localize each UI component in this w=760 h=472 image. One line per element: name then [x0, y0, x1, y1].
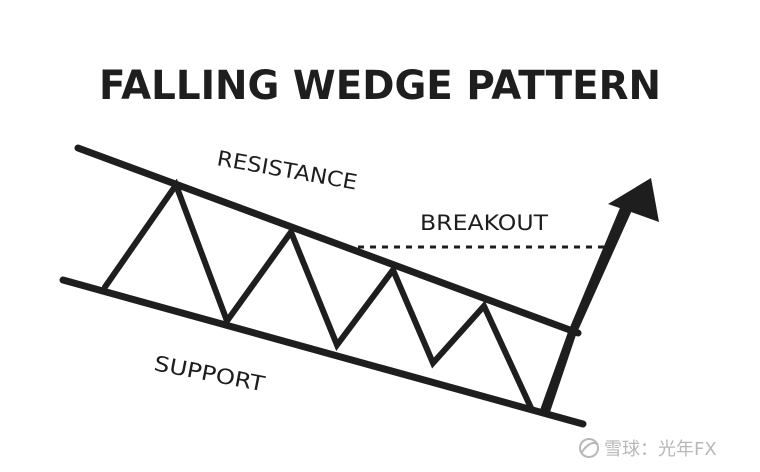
- watermark-text: 雪球：光年FX: [604, 439, 717, 460]
- breakout-label: BREAKOUT: [420, 211, 548, 235]
- breakout-arrow-shaft: [540, 203, 633, 418]
- resistance-line: [74, 144, 582, 337]
- snowball-logo-icon: [579, 438, 599, 458]
- diagram-title: FALLING WEDGE PATTERN: [99, 63, 661, 109]
- support-label: SUPPORT: [152, 351, 267, 396]
- watermark: 雪球：光年FX: [579, 438, 717, 460]
- breakout-arrow-head: [608, 178, 659, 222]
- resistance-label: RESISTANCE: [215, 146, 359, 194]
- support-line: [59, 276, 587, 428]
- price-zigzag: [102, 178, 535, 413]
